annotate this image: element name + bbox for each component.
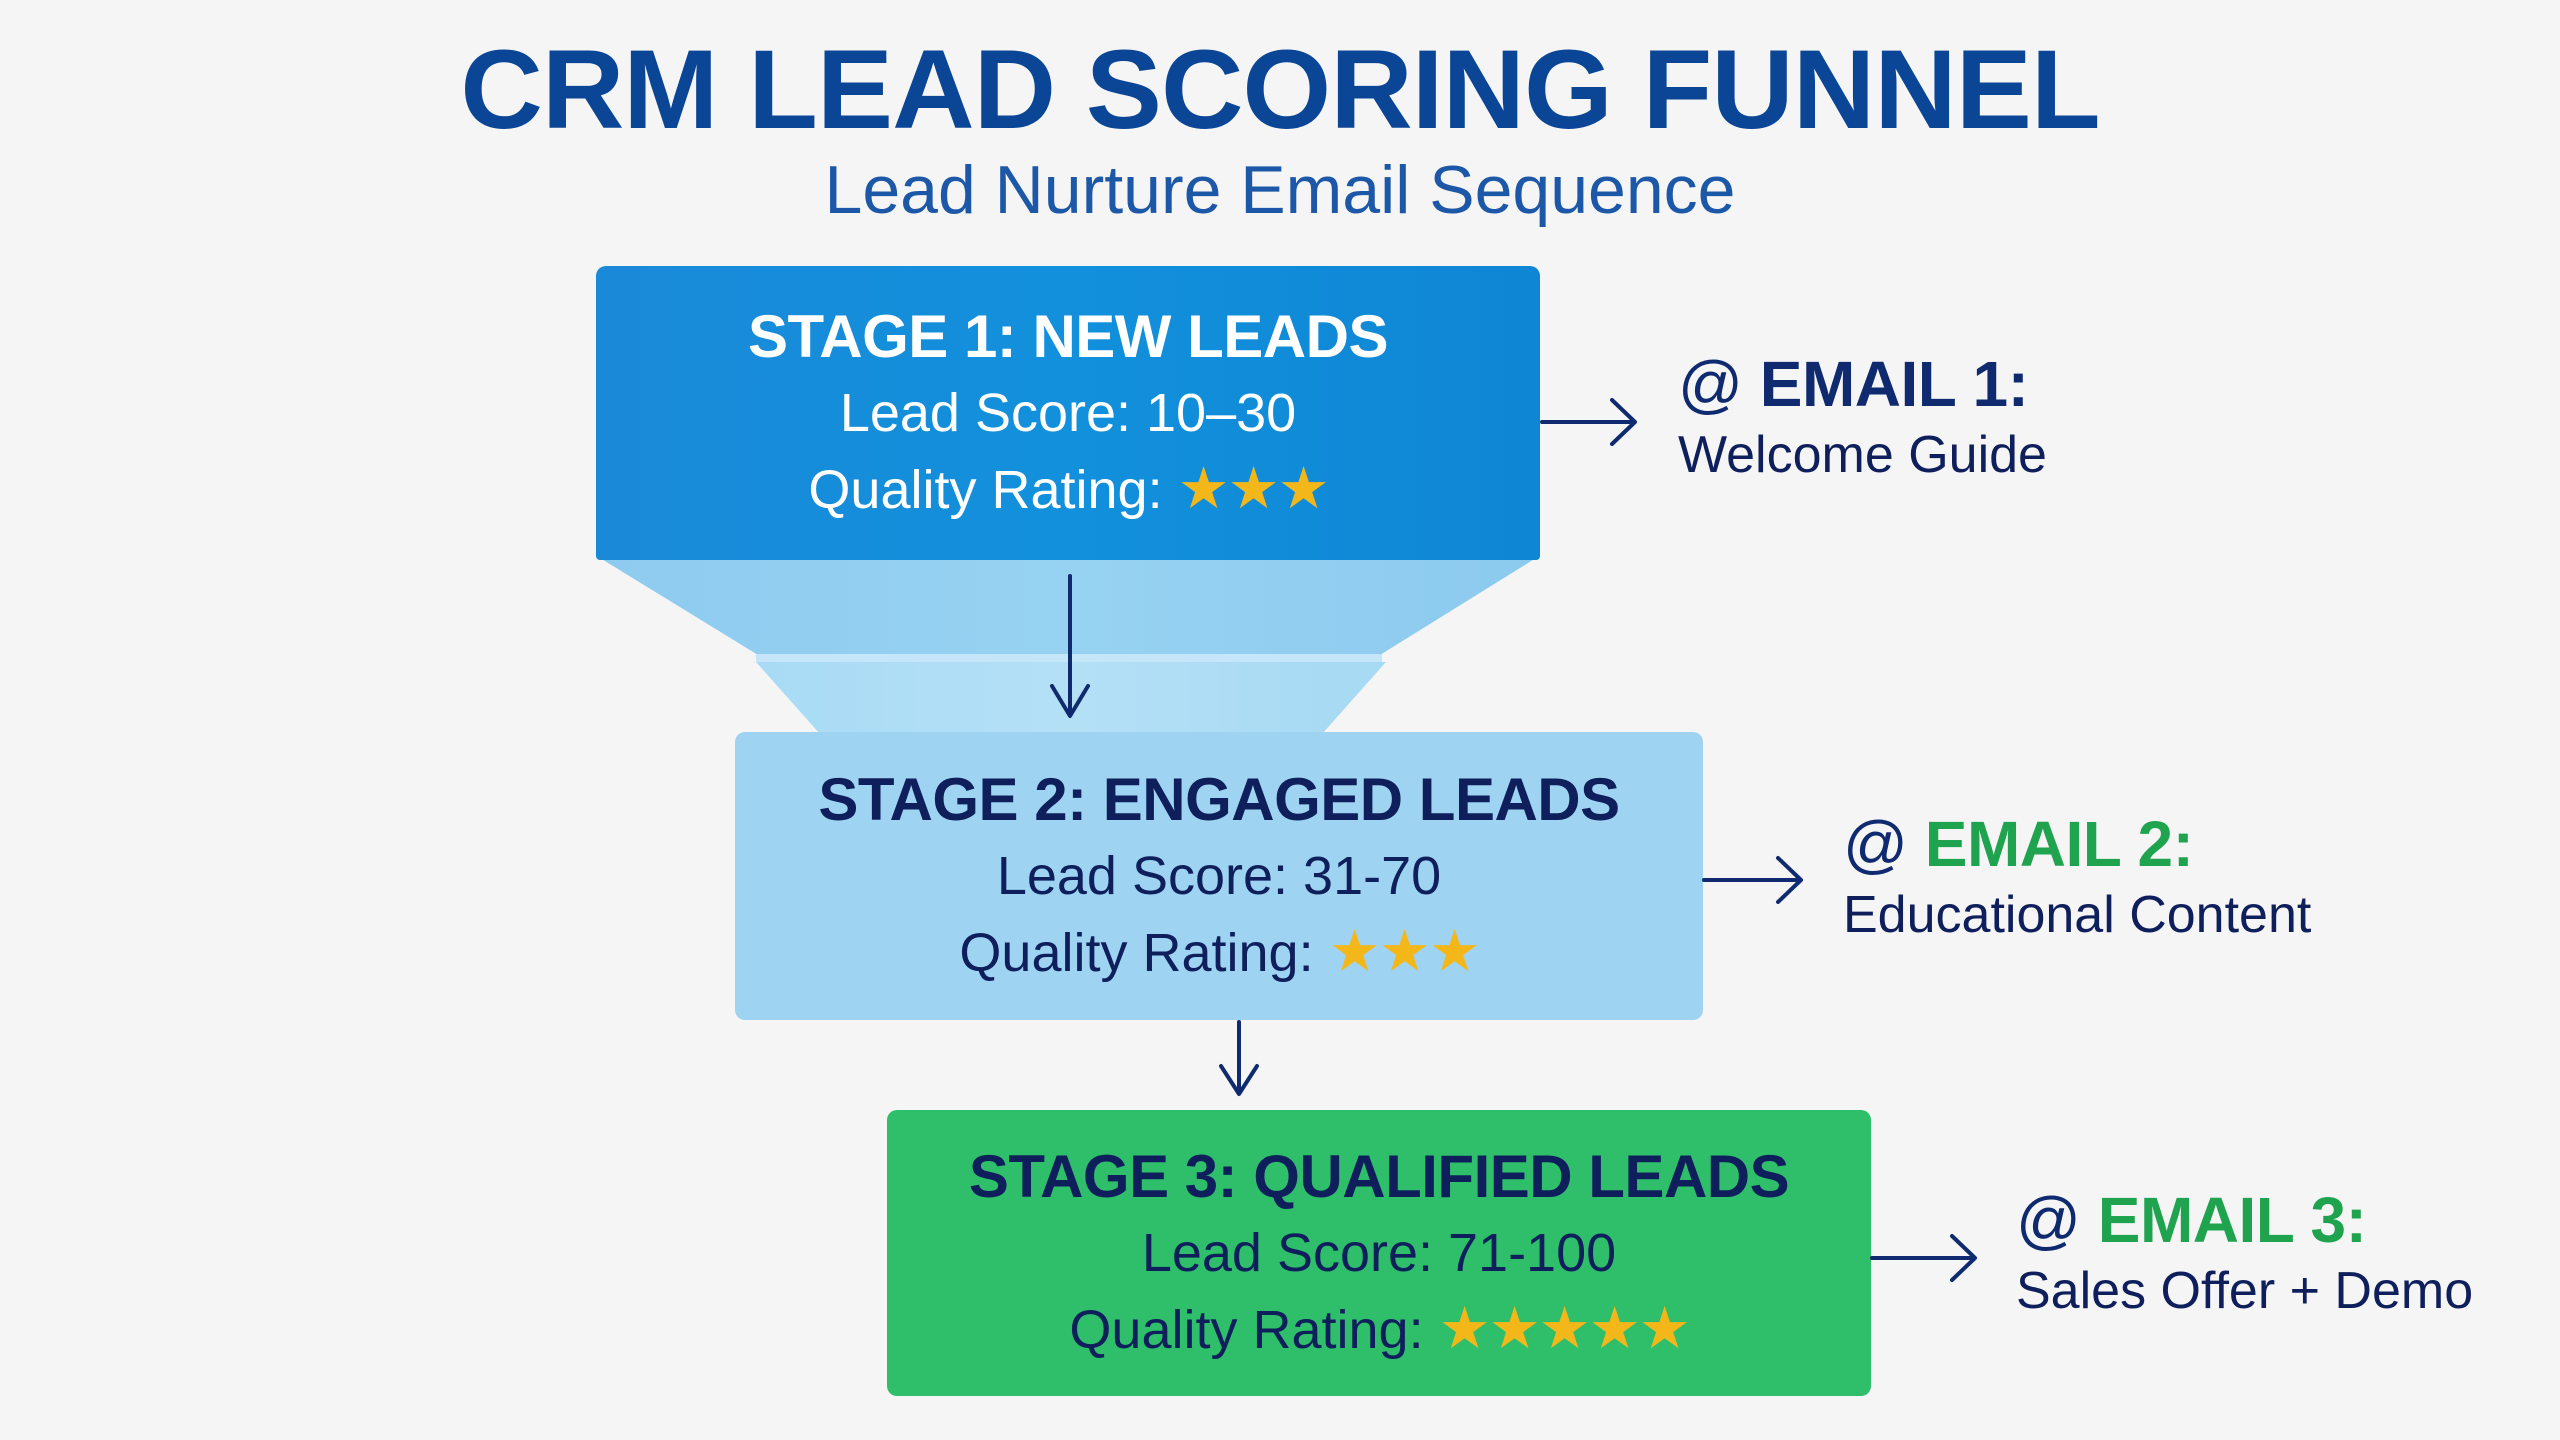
- star-rating-icon: ★★★★★: [1438, 1295, 1691, 1361]
- arrow-right-icon: [1540, 398, 1637, 446]
- email-1-label: EMAIL 1:: [1759, 348, 2029, 420]
- stage-1-title: STAGE 1: NEW LEADS: [748, 302, 1388, 370]
- email-3-description: Sales Offer + Demo: [2016, 1262, 2474, 1320]
- arrow-down-icon: [1050, 574, 1090, 718]
- stage-2-title: STAGE 2: ENGAGED LEADS: [818, 765, 1620, 833]
- page-title: CRM LEAD SCORING FUNNEL: [460, 27, 2100, 152]
- stage-3-box: STAGE 3: QUALIFIED LEADS Lead Score: 71-…: [887, 1110, 1871, 1396]
- stage-2-rating-label: Quality Rating:: [959, 922, 1314, 983]
- at-sign-icon: @: [1678, 348, 1743, 420]
- stage-3-title: STAGE 3: QUALIFIED LEADS: [968, 1142, 1790, 1210]
- stage-3-score: Lead Score: 71-100: [1141, 1222, 1617, 1283]
- stage-1-rating: Quality Rating: ★★★: [808, 451, 1330, 528]
- star-rating-icon: ★★★: [1328, 918, 1481, 984]
- stage-2-rating: Quality Rating: ★★★: [959, 914, 1481, 991]
- stage-2-score: Lead Score: 31-70: [996, 845, 1442, 906]
- arrow-down-icon: [1219, 1020, 1259, 1096]
- at-sign-icon: @: [2016, 1184, 2081, 1256]
- at-sign-icon: @: [1843, 808, 1908, 880]
- arrow-right-icon: [1870, 1234, 1977, 1282]
- stage-3-rating: Quality Rating: ★★★★★: [1069, 1291, 1691, 1368]
- stage-1-rating-label: Quality Rating:: [808, 459, 1163, 520]
- email-3-label: EMAIL 3:: [2097, 1184, 2367, 1256]
- email-2-description: Educational Content: [1843, 886, 2312, 944]
- stage-1-score: Lead Score: 10–30: [839, 382, 1297, 443]
- email-1-description: Welcome Guide: [1678, 426, 2047, 484]
- stage-3-rating-label: Quality Rating:: [1069, 1299, 1424, 1360]
- arrow-right-icon: [1702, 856, 1803, 904]
- stage-2-box: STAGE 2: ENGAGED LEADS Lead Score: 31-70…: [735, 732, 1703, 1020]
- star-rating-icon: ★★★: [1177, 455, 1330, 521]
- email-1: @ EMAIL 1: Welcome Guide: [1678, 346, 2047, 488]
- email-2-label: EMAIL 2:: [1924, 808, 2194, 880]
- email-2: @ EMAIL 2: Educational Content: [1843, 806, 2311, 948]
- page-subtitle: Lead Nurture Email Sequence: [824, 152, 1736, 228]
- stage-1-box: STAGE 1: NEW LEADS Lead Score: 10–30 Qua…: [596, 266, 1540, 560]
- email-3: @ EMAIL 3: Sales Offer + Demo: [2016, 1182, 2473, 1324]
